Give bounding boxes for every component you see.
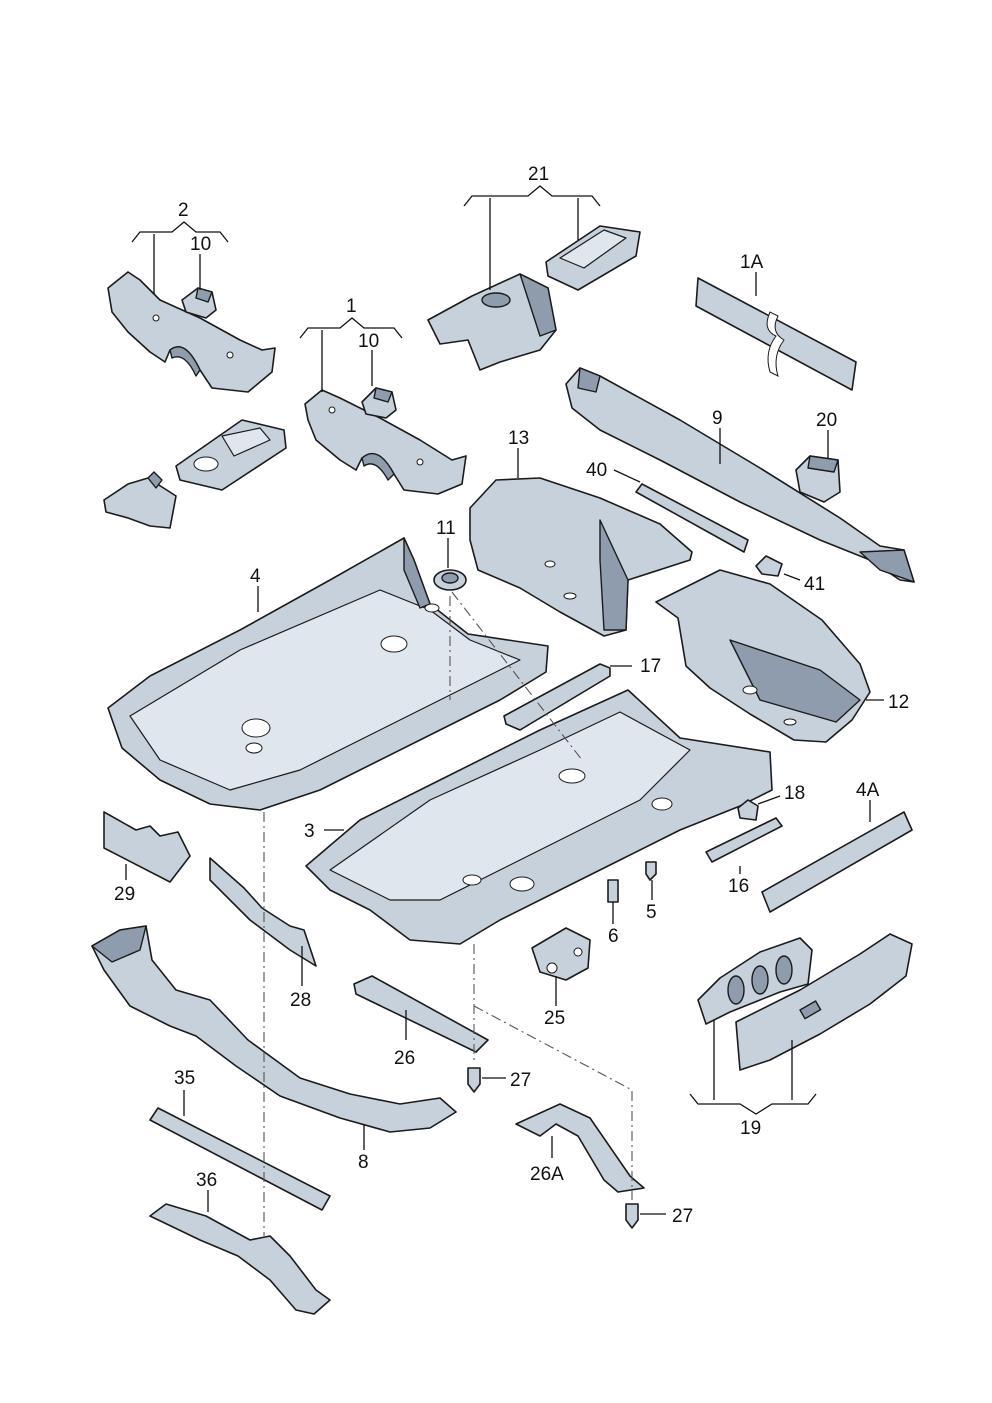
- part-17-strip: [503, 663, 611, 731]
- part-10-bracket-upper: [181, 287, 217, 319]
- label-17: 17: [640, 656, 661, 677]
- part-28-shield: [209, 857, 317, 967]
- label-1A: 1A: [740, 252, 764, 273]
- part-21-bracket-left: [427, 273, 557, 371]
- label-19: 19: [740, 1118, 761, 1139]
- label-40: 40: [586, 460, 607, 481]
- label-12: 12: [888, 692, 909, 713]
- label-10-lower: 10: [358, 331, 379, 352]
- part-19-reinforcement-right: [735, 933, 913, 1071]
- label-26A: 26A: [530, 1164, 564, 1185]
- part-3-floor-pan-right: [305, 689, 773, 945]
- label-5: 5: [646, 902, 657, 923]
- label-26: 26: [394, 1048, 415, 1069]
- part-6-stud: [607, 879, 619, 903]
- label-27-lower: 27: [672, 1206, 693, 1227]
- part-11-grommet: [433, 569, 467, 591]
- part-16-strip: [705, 817, 783, 863]
- part-13-wheel-housing: [469, 477, 693, 637]
- label-27-upper: 27: [510, 1070, 531, 1091]
- part-21-bracket-right: [545, 225, 641, 291]
- label-4A: 4A: [856, 780, 880, 801]
- label-21: 21: [528, 164, 549, 185]
- label-4: 4: [250, 566, 261, 587]
- part-1A-insulation-mat: [695, 277, 857, 391]
- part-1-cross-member: [304, 389, 467, 495]
- label-16: 16: [728, 876, 749, 897]
- part-labels: 2 10 1 10 21 1A 9 20 40 41 13 12 11 4 17…: [114, 164, 909, 1227]
- label-35: 35: [174, 1068, 195, 1089]
- part-4A-sill-strip: [761, 811, 913, 913]
- part-29-shield: [103, 811, 191, 883]
- reference-lines: [263, 591, 633, 1236]
- part-35-strip: [149, 1107, 331, 1211]
- part-10-bracket-lower: [361, 387, 397, 419]
- label-36: 36: [196, 1170, 217, 1191]
- label-25: 25: [544, 1008, 565, 1029]
- label-3: 3: [304, 821, 315, 842]
- label-18: 18: [784, 783, 805, 804]
- part-24-bracket: [103, 471, 177, 529]
- part-20-bracket: [795, 455, 841, 503]
- part-12-wheel-housing: [655, 569, 871, 743]
- part-26-strip: [353, 975, 489, 1053]
- label-6: 6: [608, 926, 619, 947]
- part-27-bolt-upper: [467, 1067, 481, 1093]
- label-9: 9: [712, 408, 723, 429]
- label-11: 11: [436, 518, 456, 539]
- part-25-bracket: [531, 927, 591, 981]
- part-18-clip: [737, 799, 759, 821]
- label-20: 20: [816, 410, 837, 431]
- label-28: 28: [290, 990, 311, 1011]
- part-41-clip: [755, 555, 783, 577]
- part-19-reinforcement-left: [697, 937, 813, 1025]
- label-13: 13: [508, 428, 529, 449]
- label-1: 1: [346, 296, 357, 317]
- part-8-cross-member: [91, 925, 457, 1133]
- label-2: 2: [178, 200, 189, 221]
- part-26A-bracket: [515, 1103, 645, 1193]
- label-10-upper: 10: [190, 234, 211, 255]
- part-40-strip: [635, 483, 749, 553]
- label-41: 41: [804, 574, 825, 595]
- part-36-member: [149, 1203, 331, 1315]
- part-23-plate: [175, 419, 287, 491]
- part-27-bolt-lower: [625, 1203, 639, 1229]
- part-5-bolt: [645, 861, 657, 881]
- label-8: 8: [358, 1152, 369, 1173]
- part-9-rail: [565, 367, 915, 583]
- part-2-cross-member: [107, 271, 276, 393]
- part-4-floor-pan-left: [107, 537, 549, 811]
- label-29: 29: [114, 884, 135, 905]
- leader-lines: [125, 185, 884, 1215]
